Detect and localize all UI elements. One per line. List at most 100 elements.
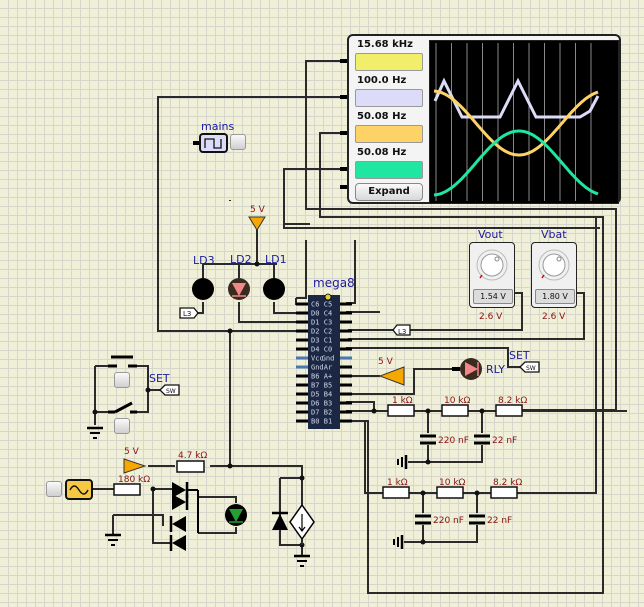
chip-pin-label: D2 [311, 328, 319, 336]
resistor-r1[interactable]: 1 kΩ [382, 478, 410, 499]
oscilloscope: 15.68 kHz 100.0 Hz 50.08 Hz 50.08 Hz Exp… [347, 34, 621, 204]
led-label: LD1 [265, 253, 287, 266]
knob-icon [480, 253, 504, 277]
capacitor-c1[interactable]: 220 nF [420, 434, 469, 446]
chip-pin-label: C0 [324, 346, 332, 354]
scope-pins [340, 59, 348, 189]
mega8-chip[interactable]: mega8 C6D0D1D2D3D4VccGndB6B7D5D6D7B0C5C4… [296, 276, 355, 429]
set-label-left: SET [149, 372, 170, 385]
sine-wave-icon [69, 485, 89, 495]
svg-text:L3: L3 [398, 328, 406, 336]
mains-toggle-button[interactable] [230, 134, 246, 150]
ground-icon [87, 426, 103, 439]
switch-button-bottom[interactable] [114, 418, 130, 434]
led-green[interactable] [225, 504, 247, 526]
svg-text:8.2 kΩ: 8.2 kΩ [498, 396, 527, 406]
capacitor-c1[interactable]: 220 nF [415, 514, 464, 526]
chip-pin-label: D0 [311, 310, 319, 318]
resistor-r2[interactable]: 10 kΩ [436, 478, 466, 499]
tag-sw-left: SW [159, 384, 180, 396]
svg-text:SW: SW [526, 365, 536, 372]
capacitor-c2[interactable]: 22 nF [469, 514, 512, 526]
svg-text:22 nF: 22 nF [492, 436, 517, 446]
mains-source[interactable]: mains [193, 120, 234, 153]
chip-pin-label: A+ [324, 373, 332, 381]
junctions [92, 261, 485, 548]
led-label: RLY [486, 363, 505, 376]
supply-triangle-icon [378, 366, 405, 386]
tag-l3-right: L3 [380, 324, 411, 336]
supply-5v-mid: 5 V [378, 357, 405, 386]
channel-1-swatch[interactable] [355, 53, 423, 71]
ground-icon [294, 554, 310, 567]
meter-max-vout: 2.6 V [479, 312, 503, 322]
switch-block: SET SW [87, 355, 180, 439]
wire-c6 [296, 240, 307, 299]
chip-pin-label: Gnd [322, 355, 335, 363]
chip-pin-label: C5 [324, 301, 332, 309]
chip-pin-label: B4 [324, 391, 332, 399]
chip-pin-label: Vcc [311, 355, 324, 363]
chip-pin-label: D1 [311, 319, 319, 327]
source-toggle-button[interactable] [46, 481, 62, 497]
chip-pin-label: B6 [311, 373, 319, 381]
knob-icon [542, 253, 566, 277]
svg-text:8.2 kΩ: 8.2 kΩ [493, 478, 522, 488]
resistor-180k[interactable]: 180 kΩ [113, 475, 150, 496]
diode-bridge[interactable] [169, 482, 199, 551]
svg-text:1 kΩ: 1 kΩ [392, 396, 413, 406]
chip-pin-label: C3 [324, 319, 332, 327]
wire-scope-ch3 [319, 132, 604, 594]
switch-button-top[interactable] [114, 372, 130, 388]
resistor-r2[interactable]: 10 kΩ [441, 396, 471, 417]
meter-vout[interactable]: 1.54 V [469, 242, 515, 308]
scope-display [429, 40, 619, 204]
wire-scope-ch4 [283, 169, 310, 225]
meter-vbat[interactable]: 1.80 V [531, 242, 577, 308]
supply-5v-top: 5 V [248, 205, 266, 231]
chip-pin-label: B7 [311, 382, 319, 390]
mains-label: mains [201, 120, 234, 133]
channel-1-frequency: 15.68 kHz [357, 39, 413, 50]
led-ld1[interactable]: LD1 [263, 253, 287, 300]
channel-3-swatch[interactable] [355, 125, 423, 143]
channel-4-frequency: 50.08 Hz [357, 147, 407, 158]
led-ld2[interactable]: LD2 [228, 253, 252, 300]
resistor-4k7[interactable]: 4.7 kΩ [176, 451, 207, 473]
chip-pin-label: D4 [311, 346, 319, 354]
resistor-r1[interactable]: 1 kΩ [387, 396, 415, 417]
capacitor-c2[interactable]: 22 nF [474, 434, 517, 446]
chip-pin-label: D6 [311, 400, 319, 408]
svg-text:L3: L3 [183, 310, 191, 318]
ac-source[interactable] [65, 479, 93, 500]
svg-text:5 V: 5 V [124, 447, 140, 457]
chip-pin-label: B0 [311, 418, 319, 426]
chip-name: mega8 [313, 276, 355, 290]
led-ld3[interactable]: LD3 [192, 254, 215, 300]
current-source[interactable] [289, 503, 315, 541]
svg-text:220 nF: 220 nF [438, 436, 469, 446]
chip-pin-label: D7 [311, 409, 319, 417]
chip-pin-label: C4 [324, 310, 332, 318]
trace-channel-4 [433, 129, 599, 197]
expand-button[interactable]: Expand [355, 183, 423, 201]
meter-readout: 1.80 V [535, 289, 575, 304]
led-rly[interactable]: RLY [452, 358, 505, 380]
tag-sw-right: SW [519, 361, 540, 373]
channel-4-swatch[interactable] [355, 161, 423, 179]
ground-icon [105, 533, 121, 546]
trace-channel-3 [433, 89, 599, 157]
svg-text:1 kΩ: 1 kΩ [387, 478, 408, 488]
svg-text:22 nF: 22 nF [487, 516, 512, 526]
resistor-r3[interactable]: 8.2 kΩ [490, 478, 522, 499]
chip-pin-label: B5 [324, 382, 332, 390]
channel-2-swatch[interactable] [355, 89, 423, 107]
svg-text:10 kΩ: 10 kΩ [439, 478, 466, 488]
wire-scope-ch2 [157, 96, 340, 332]
svg-text:180 kΩ: 180 kΩ [118, 475, 150, 485]
chip-pin-label: Ar [324, 364, 332, 372]
input-stage: 5 V 4.7 kΩ 180 kΩ [65, 447, 315, 567]
chip-pin-label: D3 [311, 337, 319, 345]
zener-diode[interactable] [272, 511, 288, 530]
resistor-r3[interactable]: 8.2 kΩ [495, 396, 527, 417]
